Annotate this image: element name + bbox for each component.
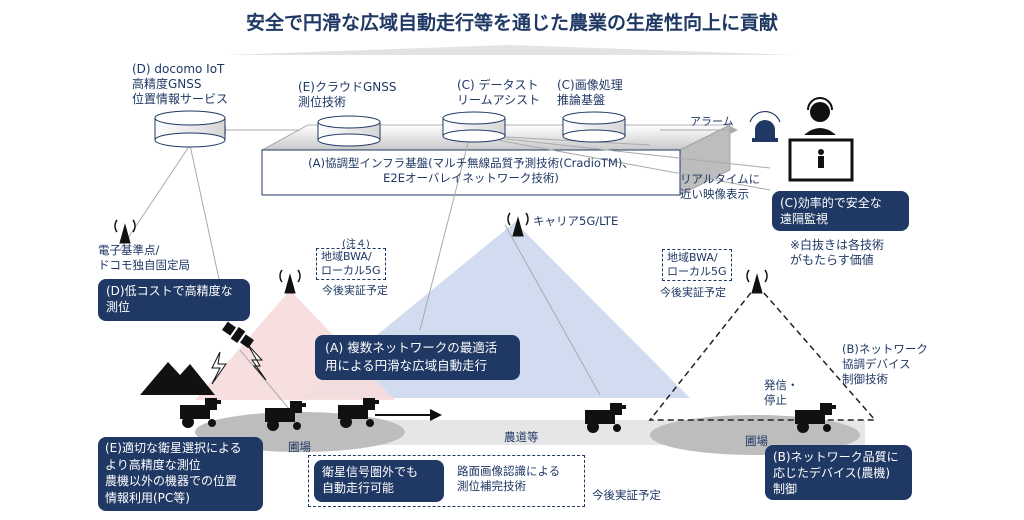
platform-label-line1: (A)協調型インフラ基盤(マルチ無線品質予測技術(CradioTM)、 — [308, 156, 634, 170]
box-e-line1: (E)適切な衛星選択による — [105, 441, 242, 455]
cylinder-c-datastream — [442, 111, 506, 143]
label-e-cloud-line1: (E)クラウドGNSS — [298, 80, 397, 94]
label-c-datastream-line2: リームアシスト — [457, 93, 541, 107]
carrier-label: キャリア5G/LTE — [533, 214, 619, 228]
box-future-outside-signal: 衛星信号圏外でも 自動走行可能 — [314, 460, 444, 502]
local5g-right-line2: ローカル5G — [667, 265, 727, 278]
box-e-line4: 情報利用(PC等) — [105, 490, 190, 505]
label-d-gnss-line2: 高精度GNSS — [132, 77, 202, 91]
cylinder-c-image — [562, 111, 626, 143]
note4-label: (注４) — [342, 239, 370, 250]
note-text: ※白抜きは各技術 がもたらす価値 — [790, 238, 884, 268]
station-label-line2: ドコモ独自固定局 — [98, 258, 190, 272]
future-left-line2: 自動走行可能 — [322, 481, 395, 495]
send-stop-label: 発信・ 停止 — [764, 378, 799, 408]
box-e-line3: 農機以外の機器での位置 — [105, 474, 238, 488]
label-b-line1: (B)ネットワーク — [842, 342, 928, 356]
note-line2: がもたらす価値 — [790, 253, 874, 267]
future-right-line1: 路面画像認識による — [457, 464, 561, 478]
label-c-image-line2: 推論基盤 — [557, 93, 606, 107]
future-left-line1: 衛星信号圏外でも — [322, 465, 419, 479]
movement-arrowhead — [430, 409, 442, 421]
platform-front — [261, 149, 681, 196]
field-right-label: 圃場 — [745, 434, 768, 448]
future-image-recognition: 路面画像認識による 測位補完技術 — [457, 464, 560, 494]
operator-icon — [804, 97, 836, 135]
future-verification-frame — [308, 455, 585, 507]
satellite-icon — [211, 321, 267, 385]
mountain-icon — [140, 362, 215, 395]
box-d-line1: (D)低コストで高精度な — [106, 284, 233, 298]
label-b-line3: 制御技術 — [842, 372, 888, 386]
label-e-cloud-line2: 測位技術 — [298, 95, 347, 109]
future-right-line2: 測位補完技術 — [457, 479, 526, 493]
field-left-label: 圃場 — [288, 440, 311, 454]
label-c-image: (C)画像処理 推論基盤 — [557, 78, 623, 108]
box-b-device-control: (B)ネットワーク品質に 応じたデバイス(農機) 制御 — [765, 445, 912, 500]
antenna-icon-carrier — [507, 212, 529, 237]
cylinder-d-gnss — [154, 110, 226, 148]
label-c-image-line1: (C)画像処理 — [557, 78, 623, 92]
box-e-satellite: (E)適切な衛星選択による より高精度な測位 農機以外の機器での位置 情報利用(… — [98, 437, 263, 511]
tractor-icon-2 — [265, 401, 306, 431]
box-e-line2: より高精度な測位 — [105, 457, 201, 472]
local5g-left-box: 地域BWA/ ローカル5G — [316, 248, 386, 280]
send-stop-line1: 発信・ — [764, 378, 799, 392]
box-a-line1: (A) 複数ネットワークの最適活 — [325, 340, 498, 355]
alarm-label: アラーム — [690, 115, 734, 128]
local5g-right-line1: 地域BWA/ — [667, 251, 718, 264]
antenna-icon-local5g-left — [279, 269, 301, 294]
realtime-label-line2: 近い映像表示 — [680, 187, 749, 201]
box-c-line1: (C)効率的で安全な — [780, 196, 882, 210]
antenna-icon-local5g-right — [746, 269, 768, 294]
box-c-line2: 遠隔監視 — [780, 212, 829, 226]
realtime-label-line1: リアルタイムに — [680, 172, 761, 186]
local5g-left-line2: ローカル5G — [321, 264, 381, 277]
box-b-line3: 制御 — [773, 482, 798, 496]
tractor-icon-3 — [338, 398, 379, 428]
local5g-coverage-triangle-right — [648, 283, 877, 421]
local5g-left-line1: 地域BWA/ — [321, 250, 372, 263]
platform-label: (A)協調型インフラ基盤(マルチ無線品質予測技術(CradioTM)、 E2Eオ… — [268, 156, 674, 186]
future-plan-label: 今後実証予定 — [592, 488, 661, 502]
box-b-line2: 応じたデバイス(農機) — [773, 466, 891, 480]
diagram-title: 安全で円滑な広域自動走行等を通じた農業の生産性向上に貢献 — [245, 12, 778, 34]
antenna-icon-station — [114, 219, 136, 244]
label-c-datastream: (C) データスト リームアシスト — [457, 78, 540, 108]
tractor-icon-5 — [795, 403, 836, 433]
label-b-network: (B)ネットワーク 協調デバイス 制御技術 — [842, 342, 928, 387]
arrowhead-alarm — [730, 126, 738, 134]
label-c-datastream-line1: (C) データスト — [457, 78, 539, 92]
send-stop-line2: 停止 — [764, 393, 787, 407]
local5g-right-box: 地域BWA/ ローカル5G — [662, 249, 732, 281]
label-d-gnss-line3: 位置情報サービス — [132, 92, 229, 106]
box-d-line2: 測位 — [106, 300, 131, 314]
box-a-line2: 用による円滑な広域自動走行 — [325, 358, 488, 373]
tractor-icon-1 — [180, 398, 221, 428]
tractor-icon-4 — [585, 403, 626, 433]
label-e-cloud: (E)クラウドGNSS 測位技術 — [298, 80, 396, 110]
reference-station-label: 電子基準点/ ドコモ独自固定局 — [98, 243, 190, 273]
local5g-right-plan: 今後実証予定 — [660, 286, 726, 299]
realtime-video-label: リアルタイムに 近い映像表示 — [680, 172, 760, 202]
local5g-left-plan: 今後実証予定 — [322, 284, 388, 297]
platform-label-line2: E2Eオーバレイネットワーク技術) — [383, 171, 559, 185]
label-d-gnss: (D) docomo IoT 高精度GNSS 位置情報サービス — [132, 62, 228, 107]
box-c-remote-monitoring: (C)効率的で安全な 遠隔監視 — [772, 191, 909, 231]
station-label-line1: 電子基準点/ — [98, 243, 160, 257]
note-line1: ※白抜きは各技術 — [790, 238, 885, 252]
box-a-wide-area: (A) 複数ネットワークの最適活 用による円滑な広域自動走行 — [315, 335, 520, 380]
box-b-line1: (B)ネットワーク品質に — [773, 450, 899, 464]
label-d-gnss-line1: (D) docomo IoT — [132, 62, 225, 76]
box-d-low-cost: (D)低コストで高精度な 測位 — [98, 279, 250, 321]
alarm-light-icon — [749, 110, 781, 142]
label-b-line2: 協調デバイス — [842, 357, 911, 371]
monitor-icon — [788, 138, 854, 182]
title-underline — [225, 45, 795, 55]
cylinder-e-cloud — [317, 115, 381, 147]
road-label: 農道等 — [504, 430, 539, 444]
